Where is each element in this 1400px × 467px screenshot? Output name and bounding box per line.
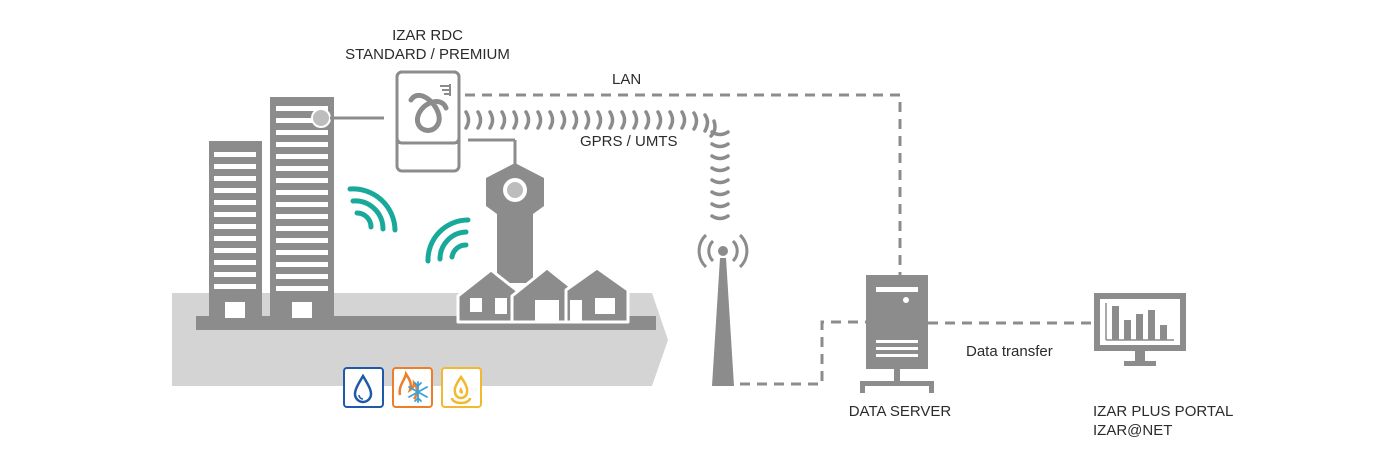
lan-connection	[465, 93, 902, 275]
wireless-signal-icon	[425, 217, 471, 264]
gas-flame-icon	[441, 367, 482, 408]
tower-server-link	[740, 320, 866, 386]
lan-label: LAN	[612, 71, 642, 88]
monitor-chart-icon	[1094, 293, 1186, 366]
rdc-title: IZAR RDC	[392, 27, 463, 44]
data-transfer-label: Data transfer	[966, 343, 1053, 360]
building-tall	[270, 97, 334, 321]
house-windows	[470, 298, 615, 322]
gprs-label: GPRS / UMTS	[580, 133, 678, 150]
radio-tower-icon	[697, 233, 749, 386]
rdc-subtitle: STANDARD / PREMIUM	[345, 46, 510, 63]
data-server-label: DATA SERVER	[848, 403, 952, 420]
gprs-signal-path	[464, 110, 730, 221]
heat-cold-icon	[392, 367, 433, 408]
server-icon	[860, 275, 934, 393]
wireless-signal-icon	[347, 186, 398, 233]
portal-title: IZAR PLUS PORTAL	[1093, 403, 1234, 420]
izar-rdc-gateway-icon	[395, 70, 461, 173]
water-drop-icon	[343, 367, 384, 408]
water-tower	[486, 163, 544, 283]
building-left	[209, 141, 262, 321]
portal-subtitle: IZAR@NET	[1093, 422, 1173, 439]
